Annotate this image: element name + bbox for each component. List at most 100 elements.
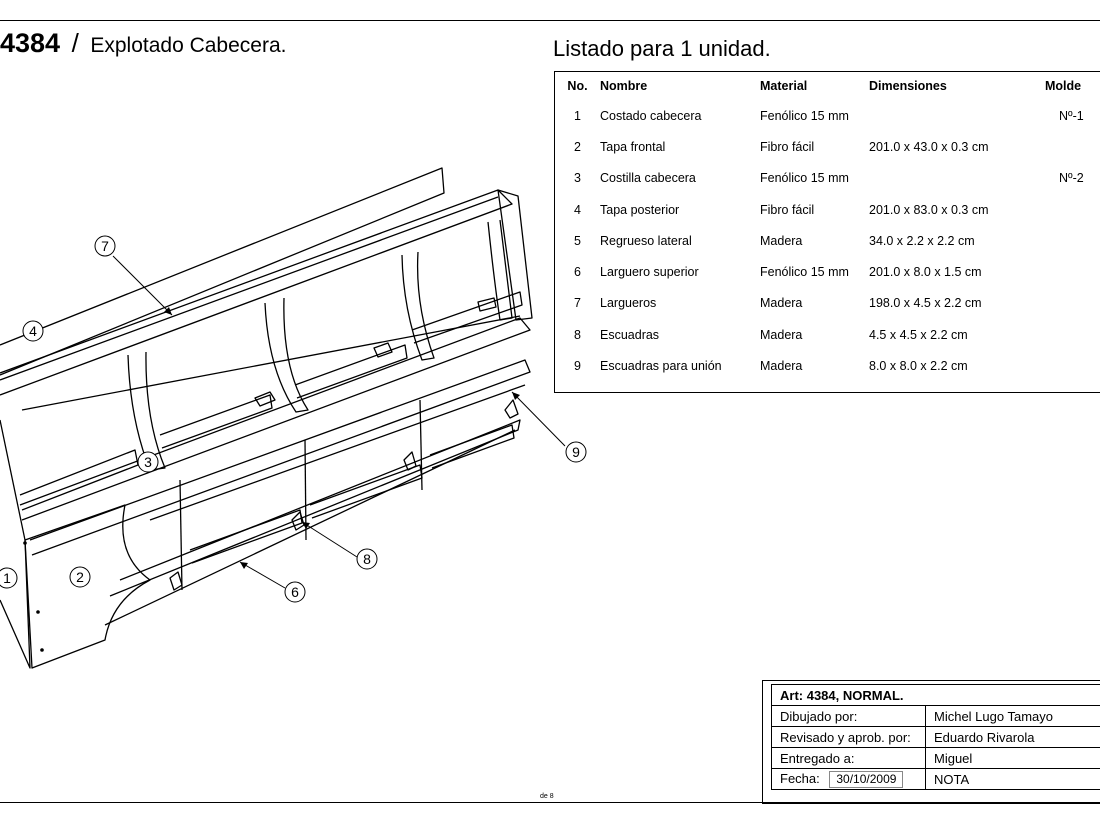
cell-dimensiones: 201.0 x 43.0 x 0.3 cm: [869, 139, 989, 154]
page-count: de 8: [540, 793, 554, 800]
callout-2-label: 2: [76, 569, 84, 585]
cell-material: Fenólico 15 mm: [760, 171, 849, 186]
article-number: 4384: [0, 28, 61, 58]
cell-molde: [1045, 194, 1100, 225]
parts-table-row: 8 Escuadras Madera 4.5 x 4.5 x 2.2 cm: [555, 319, 1100, 350]
parts-table-header-row: No. Nombre Material Dimensiones Molde: [555, 72, 1100, 100]
cell-dimensiones: 34.0 x 2.2 x 2.2 cm: [869, 233, 975, 248]
cell-nombre: Larguero superior: [600, 265, 699, 280]
front-panel: [24, 504, 151, 669]
callout-8: 8: [356, 548, 378, 570]
drawn-by-value: Michel Lugo Tamayo: [925, 705, 1100, 727]
rib: [401, 251, 435, 361]
parts-table-row: 1 Costado cabecera Fenólico 15 mm Nº-1: [555, 100, 1100, 131]
cell-molde: [1045, 350, 1100, 381]
cell-dimensiones: 8.0 x 8.0 x 2.2 cm: [869, 359, 968, 374]
cell-dimensiones: 201.0 x 83.0 x 0.3 cm: [869, 202, 989, 217]
drawn-by-label: Dibujado por:: [771, 705, 926, 727]
cell-no: 5: [574, 233, 581, 248]
cell-molde: [1045, 131, 1100, 162]
cell-nombre: Tapa posterior: [600, 202, 680, 217]
reviewed-by-label: Revisado y aprob. por:: [771, 726, 926, 748]
date-label: Fecha:: [780, 770, 820, 786]
cell-dimensiones: 201.0 x 8.0 x 1.5 cm: [869, 265, 982, 280]
callout-7: 6: [284, 581, 306, 603]
cell-material: Fenólico 15 mm: [760, 265, 849, 280]
cell-nombre: Largueros: [600, 296, 657, 311]
cell-nombre: Tapa frontal: [600, 139, 666, 154]
column-header-material: Material: [760, 79, 808, 93]
cell-nombre: Escuadras para unión: [600, 359, 722, 374]
callout-7-label: 6: [291, 584, 299, 600]
column-header-nombre: Nombre: [600, 79, 648, 93]
reviewed-by-value: Eduardo Rivarola: [925, 726, 1100, 748]
parts-table-row: 4 Tapa posterior Fibro fácil 201.0 x 83.0 x…: [555, 194, 1100, 225]
date-cell: Fecha: 30/10/2009: [771, 768, 926, 790]
callout-1-label: 1: [3, 570, 11, 586]
middle-rail: [19, 317, 531, 521]
cell-dimensiones: [869, 163, 1045, 194]
cell-material: Fibro fácil: [760, 139, 815, 154]
cell-nombre: Costado cabecera: [600, 108, 702, 123]
cell-no: 2: [574, 139, 581, 154]
callout-8-label: 8: [363, 551, 371, 567]
rib: [264, 297, 309, 413]
column-header-no: No.: [567, 79, 588, 93]
cell-material: Fenólico 15 mm: [760, 108, 849, 123]
drawing-name: Explotado Cabecera.: [90, 34, 287, 57]
cell-material: Fibro fácil: [760, 202, 815, 217]
cell-material: Madera: [760, 327, 803, 342]
delivered-to-label: Entregado a:: [771, 747, 926, 769]
right-side-panel: [497, 189, 533, 321]
callout-3: 3: [137, 451, 159, 473]
cell-nombre: Regrueso lateral: [600, 233, 692, 248]
cell-molde: [1045, 319, 1100, 350]
callout-1: 1: [0, 567, 18, 589]
callout-4: 4: [22, 320, 44, 342]
cell-molde: Nº-1: [1059, 108, 1084, 123]
callout-6: 7: [94, 235, 116, 257]
cell-no: 9: [574, 359, 581, 374]
delivered-to-value: Miguel: [925, 747, 1100, 769]
cell-dimensiones: [869, 100, 1045, 131]
middle-rail: [21, 315, 521, 411]
cell-dimensiones: 4.5 x 4.5 x 2.2 cm: [869, 327, 968, 342]
title-block: Art: 4384, NORMAL. Dibujado por: Michel …: [762, 680, 1100, 804]
note-label: NOTA: [925, 768, 1100, 790]
cell-nombre: Costilla cabecera: [600, 171, 696, 186]
callout-2: 2: [69, 566, 91, 588]
column-header-molde: Molde: [1045, 79, 1082, 93]
cell-dimensiones: 198.0 x 4.5 x 2.2 cm: [869, 296, 982, 311]
article-info: Art: 4384, NORMAL.: [771, 684, 1100, 706]
bottom-border-line: [0, 802, 1100, 803]
cell-no: 8: [574, 327, 581, 342]
cell-molde: [1045, 225, 1100, 256]
top-rail: [0, 189, 513, 396]
column-header-dimensiones: Dimensiones: [869, 79, 947, 93]
drawing-title: 4384 / Explotado Cabecera.: [0, 28, 286, 59]
top-border-line: [0, 20, 1100, 21]
cell-material: Madera: [760, 233, 803, 248]
parts-table-row: 7 Largueros Madera 198.0 x 4.5 x 2.2 cm: [555, 288, 1100, 319]
title-separator: /: [71, 28, 79, 58]
cell-no: 7: [574, 296, 581, 311]
cell-no: 4: [574, 202, 581, 217]
rib: [487, 219, 513, 321]
callout-9-label: 9: [572, 444, 580, 460]
cell-molde: Nº-2: [1059, 171, 1084, 186]
callout-9: 9: [565, 441, 587, 463]
cell-nombre: Escuadras: [600, 327, 660, 342]
cell-molde: [1045, 288, 1100, 319]
callout-3-label: 3: [144, 454, 152, 470]
callout-4-label: 4: [29, 323, 37, 339]
lower-rail: [29, 359, 531, 556]
cell-no: 1: [574, 108, 581, 123]
title-block-table: Art: 4384, NORMAL. Dibujado por: Michel …: [771, 684, 1100, 790]
parts-table-row: 5 Regrueso lateral Madera 34.0 x 2.2 x 2.2 …: [555, 225, 1100, 256]
cell-material: Madera: [760, 296, 803, 311]
